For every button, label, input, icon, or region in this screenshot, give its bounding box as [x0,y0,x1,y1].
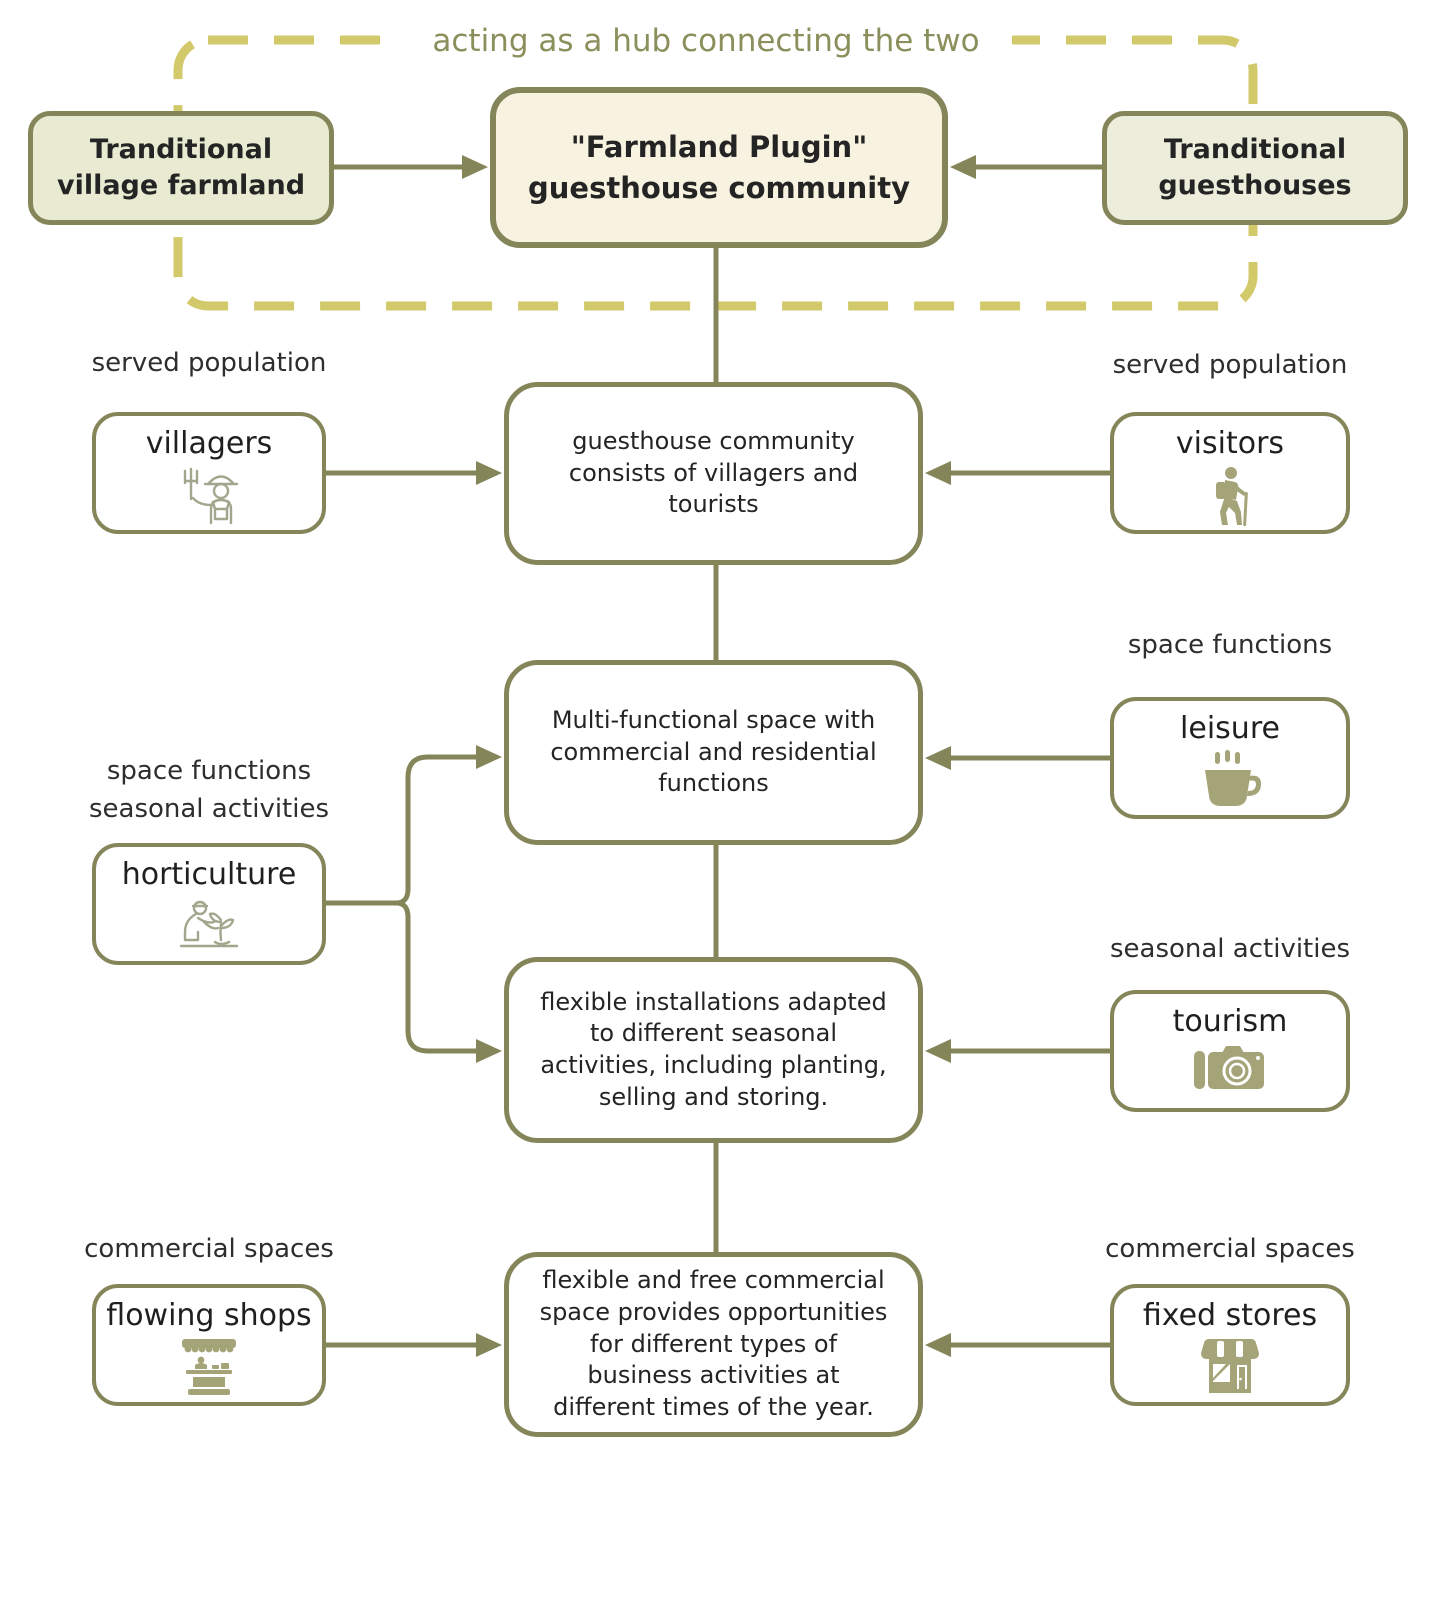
hiker-icon [1198,465,1262,527]
node-traditional-village-farmland: Tranditional village farmland [28,111,334,225]
node-visitors: visitors [1110,412,1350,534]
label-space-functions-line: space functions [106,756,312,786]
storefront-icon [1197,1337,1263,1395]
coffee-cup-icon [1197,750,1263,808]
label-seasonal-activities-line: seasonal activities [88,794,330,824]
tourism-label: tourism [1172,1004,1288,1039]
label-served-population-left: served population [91,348,327,378]
visitors-label: visitors [1175,426,1285,461]
node-farmland-plugin-community: "Farmland Plugin" guesthouse community [490,87,948,248]
node-horticulture: horticulture [92,843,326,965]
node-multifunctional-space: Multi-functional space with commercial a… [504,660,923,845]
node-guesthouse-community: guesthouse community consists of village… [504,382,923,565]
fixed-stores-label: fixed stores [1142,1298,1318,1333]
arrow-horticulture-to-space [395,744,502,906]
node-flexible-installations: flexible installations adapted to differ… [504,957,923,1143]
label-commercial-spaces-left: commercial spaces [84,1234,334,1264]
node-tourism: tourism [1110,990,1350,1112]
node-villagers: villagers [92,412,326,534]
horticulture-label: horticulture [121,857,297,892]
node-leisure: leisure [1110,697,1350,819]
flowing-shops-label: flowing shops [106,1298,312,1333]
market-stall-icon [176,1337,242,1395]
node-fixed-stores: fixed stores [1110,1284,1350,1406]
node-traditional-guesthouses: Tranditional guesthouses [1102,111,1408,225]
leisure-label: leisure [1180,711,1280,746]
label-space-functions-seasonal-activities: space functions seasonal activities [62,752,356,828]
farmer-icon [173,465,245,527]
label-commercial-spaces-right: commercial spaces [1105,1234,1355,1264]
node-flexible-commercial-space: flexible and free commercial space provi… [504,1252,923,1437]
hub-caption: acting as a hub connecting the two [400,18,1012,64]
camera-icon [1192,1043,1268,1097]
arrow-horticulture-to-seasonal [395,900,502,1063]
node-flowing-shops: flowing shops [92,1284,326,1406]
label-space-functions-right: space functions [1127,630,1333,660]
label-seasonal-activities-right: seasonal activities [1109,934,1351,964]
gardener-icon [173,896,245,956]
villagers-label: villagers [145,426,273,461]
label-served-population-right: served population [1112,350,1348,380]
